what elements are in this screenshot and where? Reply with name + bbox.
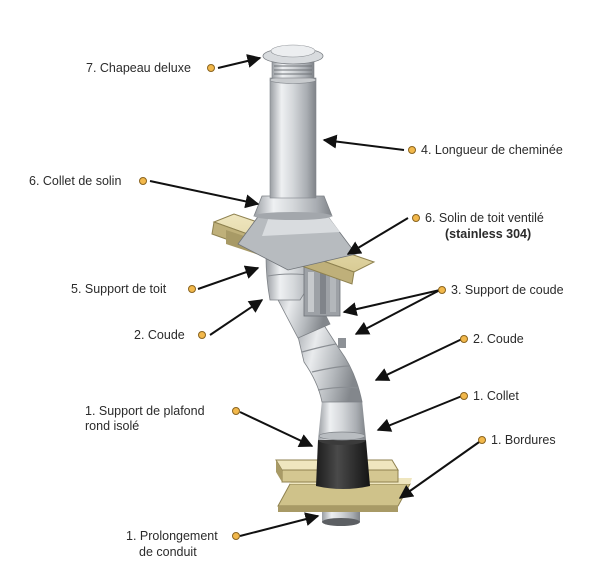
storm-collar: [253, 195, 333, 220]
label-support-toit: 5. Support de toit: [71, 282, 167, 296]
arrow-collet-solin: [149, 180, 260, 209]
label-support-plafond-2: rond isolé: [85, 419, 140, 433]
dot-longueur: [408, 146, 416, 154]
label-support-coude: 3. Support de coude: [451, 283, 564, 297]
dot-collet-solin: [139, 177, 147, 185]
arrow-coude-left: [209, 299, 264, 336]
chimney-cap: [262, 44, 324, 79]
arrow-collet: [376, 395, 463, 432]
dot-support-plafond: [232, 407, 240, 415]
arrow-longueur: [322, 134, 405, 151]
arrow-bordures: [398, 439, 483, 499]
label-bordures: 1. Bordures: [491, 433, 556, 447]
dot-support-coude: [438, 286, 446, 294]
label-support-plafond-1: 1. Support de plafond: [85, 404, 205, 418]
chimney-length: [269, 76, 317, 199]
arrow-support-coude-2: [354, 289, 441, 335]
label-coude-left: 2. Coude: [134, 328, 185, 342]
dot-coude-right: [460, 335, 468, 343]
dot-chapeau: [207, 64, 215, 72]
material-text: (stainless 304): [445, 227, 532, 241]
arrow-coude-right: [374, 338, 463, 381]
label-longueur: 4. Longueur de cheminée: [421, 143, 563, 157]
lower-pipe: [318, 400, 366, 441]
arrow-support-plafond: [239, 411, 314, 447]
callout-arrows: [149, 54, 483, 537]
arrow-support-coude-1: [342, 289, 441, 317]
dot-collet: [460, 392, 468, 400]
dot-bordures: [478, 436, 486, 444]
label-chapeau: 7. Chapeau deluxe: [86, 61, 191, 75]
dot-support-toit: [188, 285, 196, 293]
label-solin-toit-material: (stainless 304): [445, 227, 531, 242]
arrow-prolongement: [239, 512, 320, 537]
label-collet: 1. Collet: [473, 389, 519, 403]
arrow-chapeau: [217, 54, 262, 69]
label-prolongement-1: 1. Prolongement: [126, 529, 218, 543]
arrow-solin-toit: [346, 217, 409, 255]
arrow-support-toit: [197, 265, 260, 290]
dot-coude-left: [198, 331, 206, 339]
black-ceiling-support: [316, 435, 370, 489]
dot-prolongement: [232, 532, 240, 540]
label-prolongement-2: de conduit: [139, 545, 197, 559]
dot-solin-toit: [412, 214, 420, 222]
label-collet-solin: 6. Collet de solin: [29, 174, 122, 188]
label-solin-toit: 6. Solin de toit ventilé: [425, 211, 544, 225]
label-coude-right: 2. Coude: [473, 332, 524, 346]
